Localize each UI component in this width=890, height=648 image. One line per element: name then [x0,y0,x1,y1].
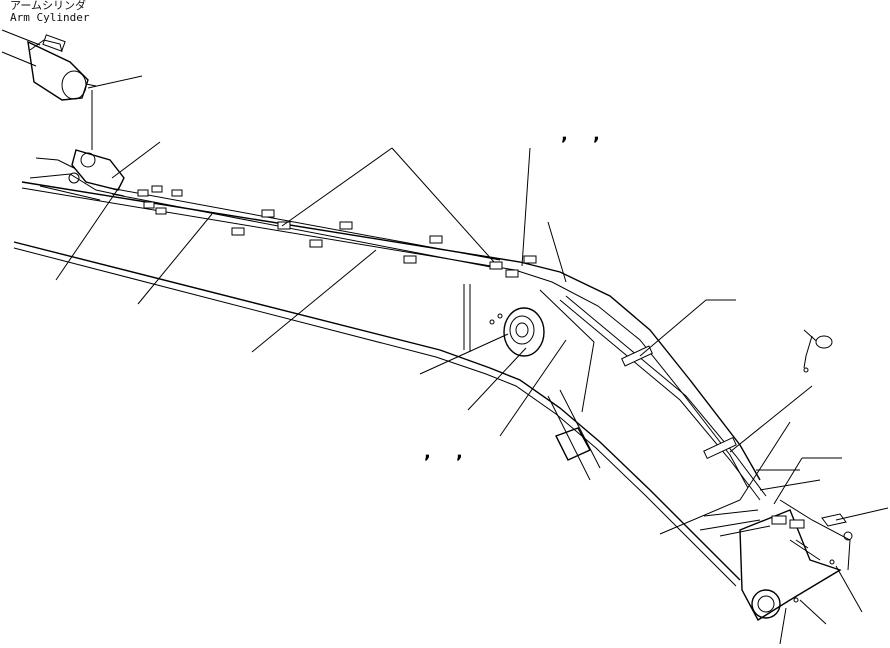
separator-bottom-2: , [456,442,463,463]
clamp-5 [155,207,167,215]
clamp-4 [143,201,155,209]
arm-cylinder-label-en: Arm Cylinder [10,11,90,24]
arm-cylinder [1,29,97,101]
separator-bottom-1: , [424,442,431,463]
clamp-9 [339,221,353,230]
bolts [793,329,853,603]
clamp-12 [403,255,417,264]
clamp-16 [771,515,787,525]
clamp-6 [261,209,275,218]
boom-pin [489,307,545,357]
hose-lines [109,187,821,537]
boom-cylinder-stub [547,389,601,481]
hose-sleeve-lower [703,436,737,460]
hose-sleeve-upper [621,345,653,367]
clamp-2 [151,185,163,193]
clamp-7 [277,221,291,230]
clamp-15 [523,255,537,264]
cylinder-bracket [29,149,125,201]
arm-cylinder-label-jp: アームシリンダ [10,0,86,12]
clamp-14 [505,269,519,278]
hose-clamps [137,185,805,529]
clamp-1 [137,189,149,197]
clamp-13 [489,261,503,270]
clamp-10 [309,239,323,248]
clamp-3 [171,189,183,197]
clamp-11 [429,235,443,244]
leader-lines [55,75,889,645]
clamp-8 [231,227,245,236]
separator-top-2: , [593,124,600,145]
clamp-17 [789,519,805,529]
separator-top-1: , [561,124,568,145]
